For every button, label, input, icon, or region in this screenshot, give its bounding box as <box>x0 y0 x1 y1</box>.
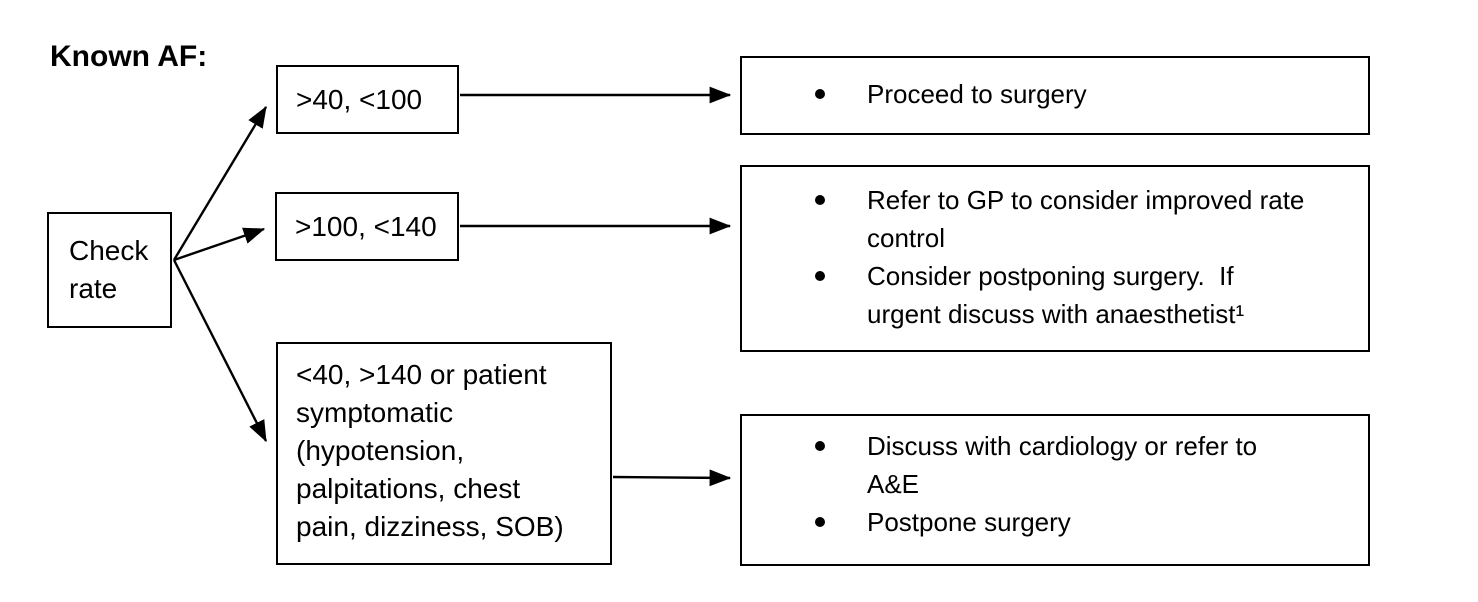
arrow-check-to-cond2 <box>173 227 266 262</box>
outcome-text: Discuss with cardiology or refer to A&E <box>867 431 1258 499</box>
check-rate-box: Check rate <box>47 212 172 328</box>
arrow-check-to-cond1 <box>172 105 268 261</box>
arrow-cond3-to-outcome <box>612 469 732 487</box>
list-item: Refer to GP to consider improved rate co… <box>742 181 1368 257</box>
outcome-text: Proceed to surgery <box>867 79 1087 109</box>
arrow-check-to-cond3 <box>172 259 268 443</box>
condition-label: >40, <100 <box>296 83 423 115</box>
outcome-list: Proceed to surgery <box>742 58 1368 113</box>
list-item: Consider postponing surgery. If urgent d… <box>742 257 1368 333</box>
outcome-text: Consider postponing surgery. If urgent d… <box>867 261 1245 329</box>
bullet-icon <box>815 441 825 451</box>
list-item: Proceed to surgery <box>742 75 1368 113</box>
bullet-icon <box>815 195 825 205</box>
outcome-text: Postpone surgery <box>867 507 1071 537</box>
outcome-list: Discuss with cardiology or refer to A&E … <box>742 416 1368 541</box>
condition-label: <40, >140 or patient symptomatic (hypote… <box>296 359 564 542</box>
list-item: Discuss with cardiology or refer to A&E <box>742 427 1368 503</box>
outcome-box-proceed: Proceed to surgery <box>740 56 1370 135</box>
list-item: Postpone surgery <box>742 503 1368 541</box>
condition-box-rate-symptomatic: <40, >140 or patient symptomatic (hypote… <box>276 342 612 565</box>
page-title: Known AF: <box>50 40 208 73</box>
bullet-icon <box>815 89 825 99</box>
check-rate-label: Check rate <box>69 235 149 304</box>
outcome-list: Refer to GP to consider improved rate co… <box>742 167 1368 333</box>
outcome-text: Refer to GP to consider improved rate co… <box>867 185 1305 253</box>
condition-box-rate-100-140: >100, <140 <box>275 192 459 261</box>
outcome-box-cardiology: Discuss with cardiology or refer to A&E … <box>740 414 1370 566</box>
bullet-icon <box>815 517 825 527</box>
outcome-box-refer-gp: Refer to GP to consider improved rate co… <box>740 165 1370 352</box>
condition-label: >100, <140 <box>295 210 437 242</box>
condition-box-rate-40-100: >40, <100 <box>276 65 459 134</box>
bullet-icon <box>815 271 825 281</box>
